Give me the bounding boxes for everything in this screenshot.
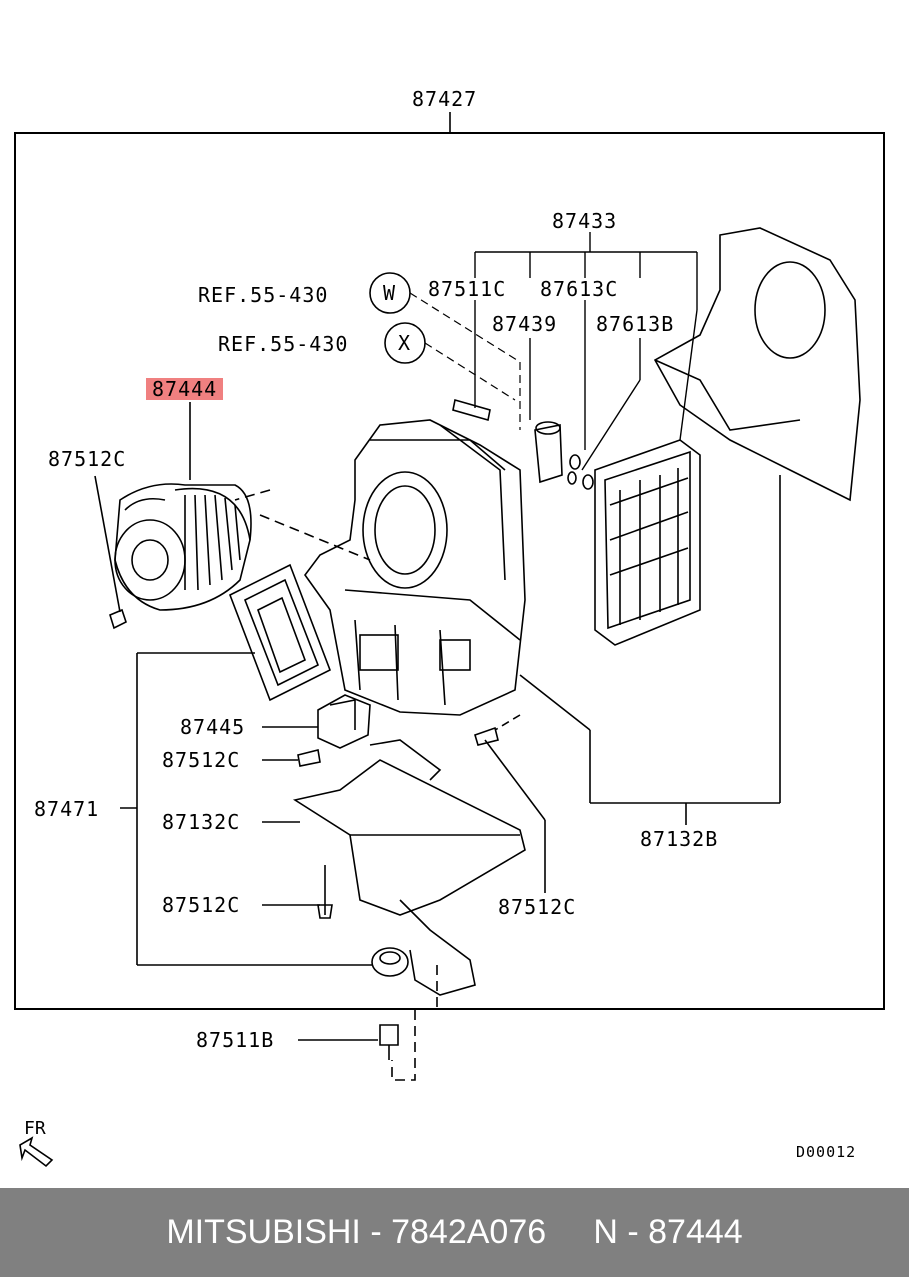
- front-arrow-icon: [19, 1136, 54, 1168]
- ref-dashed-leaders: [409, 292, 521, 430]
- diagram-code: D00012: [796, 1143, 857, 1161]
- case-half-right: [653, 227, 861, 502]
- parts-diagram: [14, 112, 885, 1168]
- bracket-87471: [120, 652, 372, 966]
- resistor-87445: [262, 694, 371, 749]
- evaporator: [594, 439, 701, 646]
- label-87512c-right: 87512C: [498, 895, 577, 919]
- footer-bar: MITSUBISHI - 7842A076 N - 87444: [0, 1188, 909, 1277]
- label-87512c-b: 87512C: [162, 893, 241, 917]
- front-direction-label: FR: [24, 1118, 46, 1139]
- label-87439: 87439: [492, 312, 558, 336]
- lower-case: [262, 739, 526, 996]
- screw-87512c-b: [262, 865, 333, 919]
- label-87471: 87471: [34, 797, 100, 821]
- bolt-87511b: [298, 965, 438, 1081]
- label-87511b: 87511B: [196, 1028, 275, 1052]
- footer-part-info: MITSUBISHI - 7842A076 N - 87444: [166, 1213, 743, 1251]
- label-ref-x: REF.55-430: [218, 332, 349, 356]
- label-ref-x-circle: X: [398, 331, 412, 355]
- label-87511c-top: 87511C: [428, 277, 507, 301]
- label-87512c-a: 87512C: [162, 748, 241, 772]
- label-87132b: 87132B: [640, 827, 719, 851]
- label-87613c: 87613C: [540, 277, 619, 301]
- label-ref-w-circle: W: [383, 281, 397, 305]
- label-87613b: 87613B: [596, 312, 675, 336]
- label-87433: 87433: [552, 209, 618, 233]
- bracket-87132b: [519, 475, 781, 825]
- air-filter: [228, 563, 332, 702]
- label-87445: 87445: [180, 715, 246, 739]
- screw-87512c-a: [262, 749, 321, 767]
- label-assembly: 87427: [412, 87, 478, 111]
- blower-housing: [304, 419, 526, 716]
- assembly-frame: [14, 132, 885, 1010]
- blower-motor: [114, 402, 371, 611]
- bracket-87433: [474, 232, 698, 471]
- label-87444-highlighted[interactable]: 87444: [146, 378, 224, 400]
- screw-87512c-blower: [94, 475, 127, 630]
- screw-87512c-right: [474, 714, 546, 893]
- expansion-valve: [452, 398, 594, 490]
- label-ref-w: REF.55-430: [198, 283, 329, 307]
- label-87132c: 87132C: [162, 810, 241, 834]
- label-87512c-blower: 87512C: [48, 447, 127, 471]
